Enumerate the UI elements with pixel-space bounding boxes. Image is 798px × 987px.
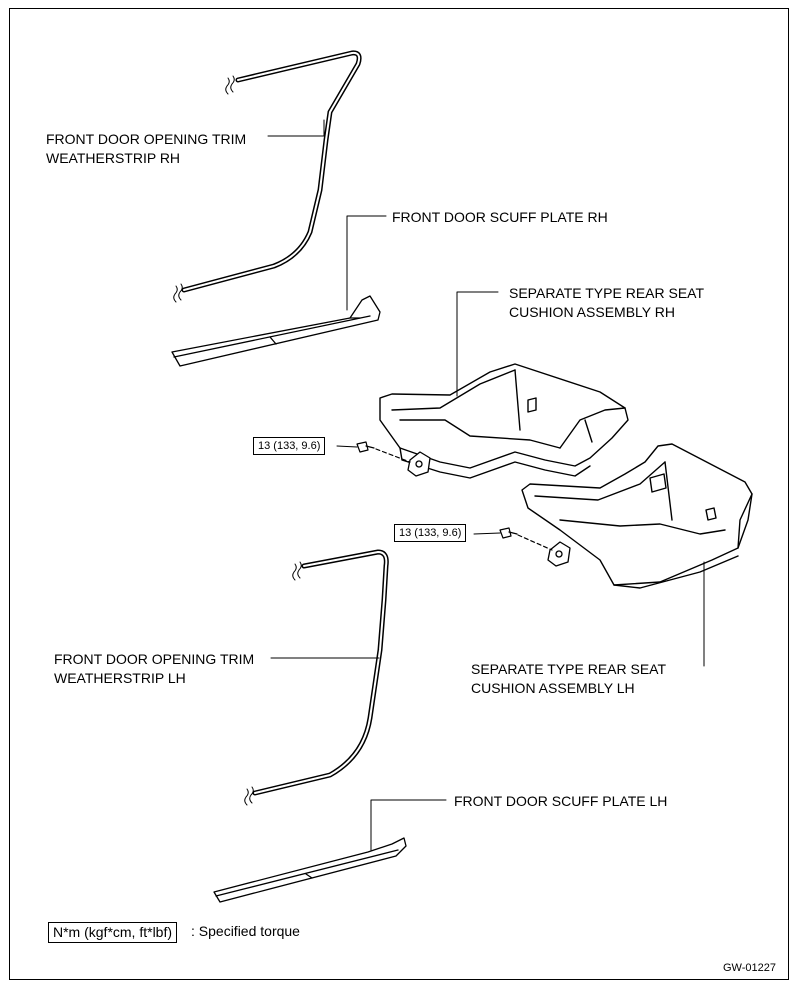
weatherstrip-lh <box>244 549 389 806</box>
figure-code: GW-01227 <box>723 962 776 974</box>
label-scuff-plate-lh: FRONT DOOR SCUFF PLATE LH <box>454 793 668 809</box>
bolt-lh <box>499 527 553 551</box>
bracket-rh <box>407 451 431 477</box>
bolt-rh <box>356 441 411 463</box>
torque-spec-lh: 13 (133, 9.6) <box>394 524 467 542</box>
seat-cushion-lh <box>521 443 753 589</box>
scuff-plate-rh <box>171 295 381 367</box>
scuff-plate-lh <box>213 837 407 903</box>
weatherstrip-rh <box>173 50 362 303</box>
bracket-lh <box>547 541 571 567</box>
label-scuff-plate-rh: FRONT DOOR SCUFF PLATE RH <box>392 209 608 225</box>
legend-unit-box: N*m (kgf*cm, ft*lbf) <box>48 922 178 943</box>
figure-frame <box>9 8 789 980</box>
torque-spec-rh: 13 (133, 9.6) <box>253 437 326 455</box>
legend-description: : Specified torque <box>191 923 300 939</box>
seat-cushion-rh <box>379 363 629 479</box>
label-weatherstrip-rh: FRONT DOOR OPENING TRIM WEATHERSTRIP RH <box>46 131 247 166</box>
label-weatherstrip-lh: FRONT DOOR OPENING TRIM WEATHERSTRIP LH <box>54 651 255 686</box>
label-cushion-lh: SEPARATE TYPE REAR SEAT CUSHION ASSEMBLY… <box>471 661 667 696</box>
leader-lines <box>267 119 705 851</box>
label-cushion-rh: SEPARATE TYPE REAR SEAT CUSHION ASSEMBLY… <box>509 285 705 320</box>
